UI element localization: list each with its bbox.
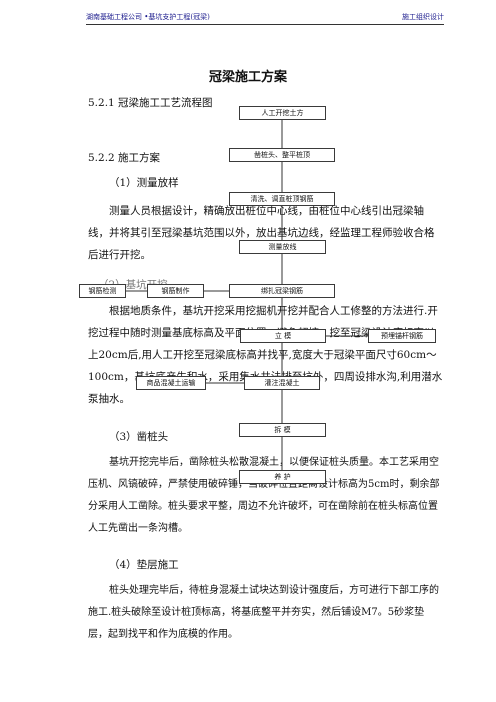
subheading-cushion: （4）垫层施工	[109, 559, 179, 571]
flow-step-chisel-pile-head: 凿桩头、整平桩顶	[229, 148, 335, 162]
flow-step-rebar-fabrication: 钢筋制作	[147, 284, 204, 298]
flow-step-concrete-transport: 商品混凝土运输	[136, 376, 206, 390]
paragraph-pile-head: 基坑开挖完毕后，凿除桩头松散混凝土，以便保证桩头质量。本工艺采用空压机、风镐破碎…	[88, 457, 440, 534]
header-doc-type: 施工组织设计	[402, 13, 444, 21]
flow-step-manual-excavation: 人工开挖土方	[239, 106, 326, 120]
section-heading-plan: 5.2.2 施工方案	[88, 152, 161, 164]
flow-step-clean-straighten-rebar: 清洗、调直桩顶钢筋	[229, 192, 335, 206]
flow-step-pour-concrete: 灌注混凝土	[244, 376, 320, 390]
header-company: 湖南基础工程公司 •基坑支护工程(冠梁)	[86, 13, 210, 21]
paragraph-survey: 测量人员根据设计，精确放出桩位中心线，由桩位中心线引出冠梁轴线，并将其引至冠梁基…	[88, 205, 435, 261]
flow-step-formwork-erection: 立 模	[240, 329, 326, 343]
flow-step-survey-setout: 测量放线	[239, 240, 326, 254]
subheading-pile-head: （3）凿桩头	[109, 431, 169, 443]
page-title: 冠梁施工方案	[208, 70, 287, 85]
flow-step-tie-beam-rebar: 绑扎冠梁钢筋	[229, 284, 335, 298]
flow-step-rebar-inspection: 钢筋检测	[79, 284, 126, 298]
section-heading-flowchart: 5.2.1 冠梁施工工艺流程图	[88, 97, 213, 109]
subheading-survey: （1）测量放样	[109, 177, 179, 189]
page-header: 湖南基础工程公司 •基坑支护工程(冠梁) 施工组织设计	[86, 10, 444, 25]
paragraph-cushion: 桩头处理完毕后，待桩身混凝土试块达到设计强度后，方可进行下部工序的施工.桩头破除…	[88, 585, 439, 640]
flow-step-curing: 养 护	[239, 470, 326, 484]
flow-step-embed-anchor-rebar: 预埋锚杆钢筋	[368, 329, 436, 343]
flow-step-formwork-removal: 拆 模	[239, 423, 326, 437]
